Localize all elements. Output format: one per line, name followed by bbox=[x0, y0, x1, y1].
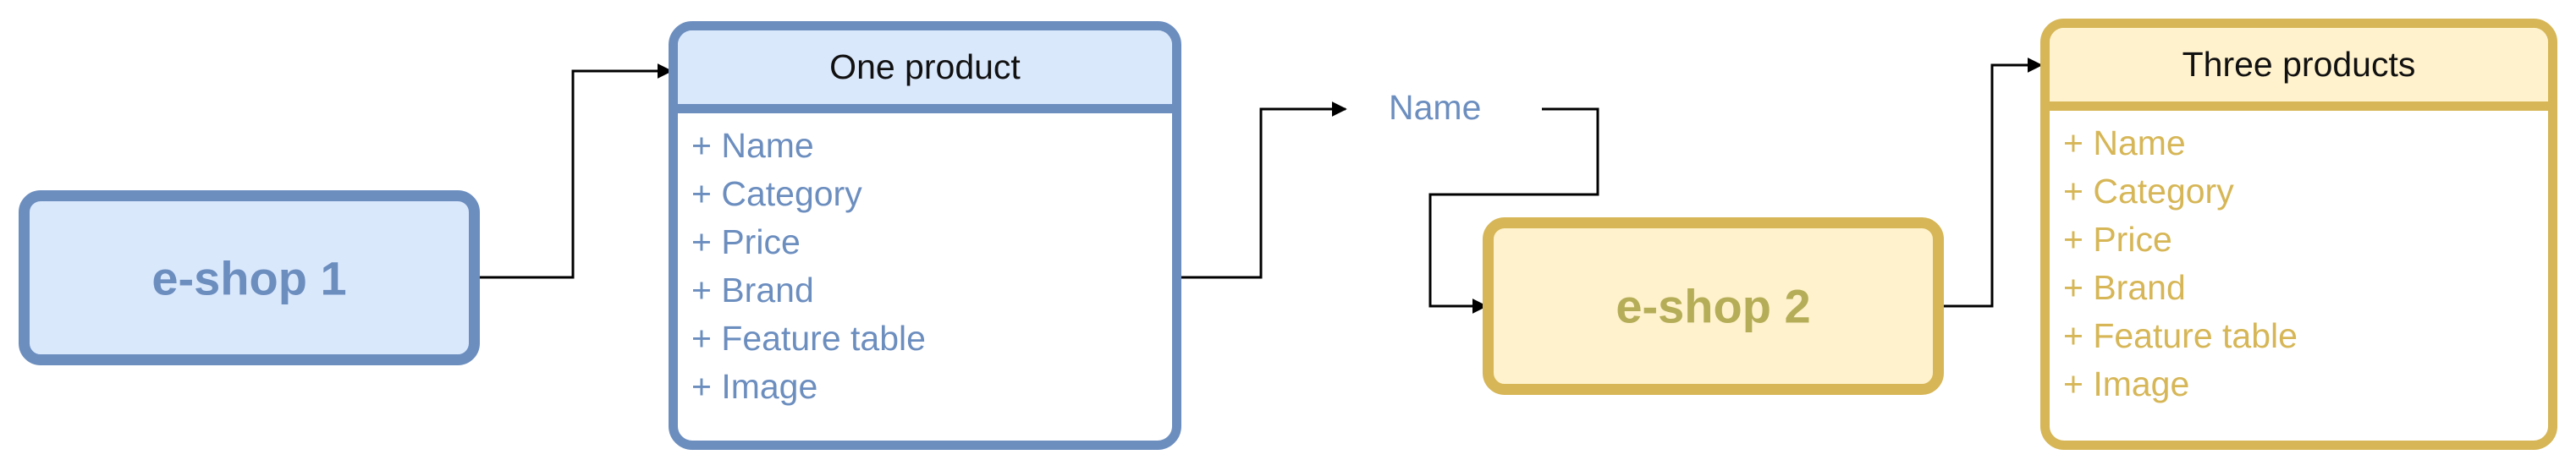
name-attribute-label: Name bbox=[1389, 88, 1482, 127]
three-products-header: Three products bbox=[2050, 28, 2548, 111]
three-products-field-brand: + Brand bbox=[2063, 268, 2186, 307]
one-product-title: One product bbox=[829, 47, 1021, 86]
three-products-field-name: + Name bbox=[2063, 123, 2186, 162]
three-products-field-category: + Category bbox=[2063, 172, 2234, 211]
three-products-field-image: + Image bbox=[2063, 364, 2190, 403]
one-product-class: One product + Name + Category + Price + … bbox=[669, 21, 1181, 450]
three-products-title: Three products bbox=[2182, 45, 2416, 84]
eshop1-label: e-shop 1 bbox=[151, 251, 347, 304]
edge-shop1-to-product bbox=[476, 63, 673, 279]
eshop2-node: e-shop 2 bbox=[1483, 217, 1944, 395]
edge-name-to-shop2 bbox=[1428, 107, 1599, 314]
one-product-field-name: + Name bbox=[691, 126, 814, 165]
edge-product-to-name bbox=[1178, 101, 1347, 279]
one-product-field-brand: + Brand bbox=[691, 271, 814, 309]
one-product-field-image: + Image bbox=[691, 367, 818, 406]
edge-shop2-to-products bbox=[1940, 58, 2043, 308]
three-products-field-feature-table: + Feature table bbox=[2063, 316, 2298, 355]
one-product-field-feature-table: + Feature table bbox=[691, 319, 926, 358]
eshop1-node: e-shop 1 bbox=[19, 190, 480, 365]
one-product-field-price: + Price bbox=[691, 222, 801, 261]
one-product-header: One product bbox=[678, 30, 1172, 113]
three-products-fields: + Name + Category + Price + Brand + Feat… bbox=[2050, 111, 2548, 408]
three-products-class: Three products + Name + Category + Price… bbox=[2040, 19, 2557, 450]
three-products-field-price: + Price bbox=[2063, 220, 2172, 259]
one-product-field-category: + Category bbox=[691, 174, 862, 213]
one-product-fields: + Name + Category + Price + Brand + Feat… bbox=[678, 113, 1172, 411]
eshop2-label: e-shop 2 bbox=[1616, 279, 1811, 333]
